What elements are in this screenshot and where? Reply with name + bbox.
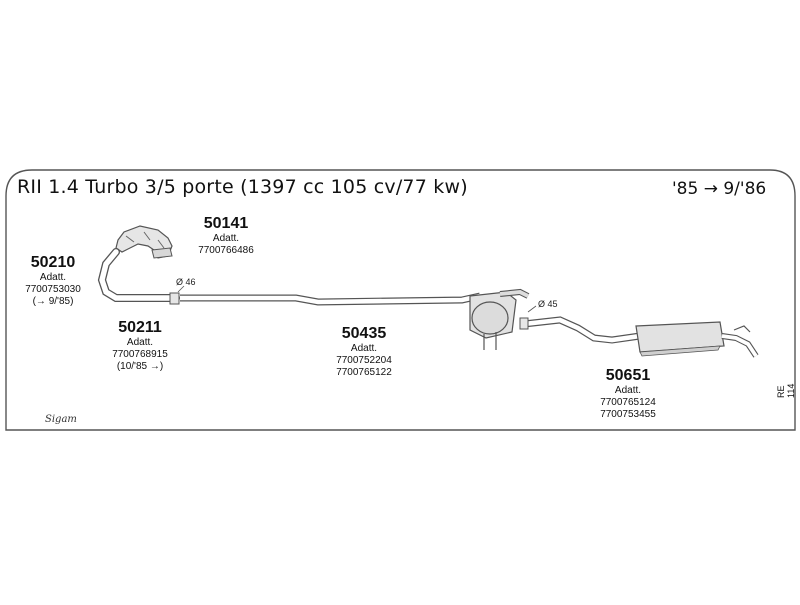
part-label-50211: 50211 Adatt. 7700768915 (10/'85 →) bbox=[100, 318, 180, 373]
part-code: 7700768915 bbox=[112, 349, 168, 360]
part-number: 50211 bbox=[118, 319, 162, 336]
diameter-45-label: Ø 45 bbox=[538, 299, 558, 309]
reference-code: RE 114 bbox=[776, 383, 796, 398]
part-code: 7700753455 bbox=[600, 409, 656, 420]
part-number: 50141 bbox=[203, 215, 249, 232]
part-note: Adatt. bbox=[350, 343, 378, 354]
production-years: '85 → 9/'86 bbox=[672, 179, 767, 199]
part-code: 7700752204 bbox=[336, 355, 392, 366]
manifold-part-50141 bbox=[115, 225, 173, 259]
part-code: 7700753030 bbox=[25, 284, 81, 295]
d46-leader bbox=[177, 285, 185, 293]
part-label-50210: 50210 Adatt. 7700753030 (→ 9/'85) bbox=[16, 253, 90, 308]
diameter-46-label: Ø 46 bbox=[176, 277, 196, 287]
part-note: Adatt. bbox=[614, 385, 642, 396]
part-label-50651: 50651 Adatt. 7700765124 7700753455 bbox=[588, 366, 668, 421]
part-code: 7700765124 bbox=[600, 397, 656, 408]
part-note: Adatt. bbox=[126, 337, 154, 348]
diagram-border bbox=[5, 169, 796, 431]
part-label-50141: 50141 Adatt. 7700766486 bbox=[196, 214, 256, 257]
part-number: 50210 bbox=[30, 254, 76, 271]
part-note: Adatt. bbox=[212, 233, 240, 244]
part-code: (10/'85 →) bbox=[116, 361, 164, 372]
part-code: 7700765122 bbox=[336, 367, 392, 378]
part-number: 50435 bbox=[341, 325, 387, 342]
sigam-logo: Sigam bbox=[45, 414, 77, 425]
downpipe-part-50210 bbox=[97, 248, 180, 305]
diagram-title: RII 1.4 Turbo 3/5 porte (1397 cc 105 cv/… bbox=[17, 176, 468, 198]
part-code: (→ 9/'85) bbox=[32, 296, 74, 307]
rear-silencer-part-50651 bbox=[519, 316, 759, 358]
part-label-50435: 50435 Adatt. 7700752204 7700765122 bbox=[326, 324, 402, 379]
part-note: Adatt. bbox=[39, 272, 67, 283]
part-code: 7700766486 bbox=[198, 245, 254, 256]
middle-pipe-part-50435 bbox=[180, 288, 530, 350]
d45-leader bbox=[527, 305, 537, 313]
part-number: 50651 bbox=[605, 367, 651, 384]
